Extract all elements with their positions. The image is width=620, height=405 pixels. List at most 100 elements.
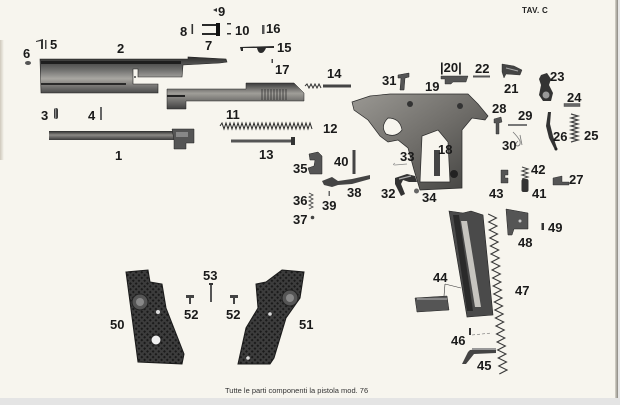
part-16-pin [262, 25, 265, 34]
part-7-rear-sight [202, 23, 220, 36]
label-part-23: 23 [550, 69, 565, 84]
part-50-left-grip [125, 269, 185, 365]
page-edge-left [0, 40, 4, 160]
label-part-4: 4 [88, 108, 96, 123]
part-13-guide-rod [231, 137, 295, 145]
part-35-trigger [307, 151, 323, 175]
diagram-page: TAV. C [0, 0, 618, 398]
part-3-pin [54, 108, 58, 119]
part-8-pin [191, 24, 194, 34]
part-24-pin [563, 103, 581, 107]
label-part-48: 48 [518, 235, 533, 250]
label-part-35: 35 [293, 161, 308, 176]
part-53-grip-screw-long [209, 283, 213, 302]
label-part-29: 29 [518, 108, 533, 123]
label-part-26: 26 [553, 129, 568, 144]
part-44-leader-lines [443, 283, 462, 297]
label-part-5: 5 [50, 37, 58, 52]
label-part-34: 34 [422, 190, 437, 205]
label-part-41: 41 [532, 186, 547, 201]
part-43-block [500, 169, 509, 184]
label-part-17: 17 [275, 62, 290, 77]
part-12-recoil-spring [219, 121, 313, 131]
label-part-6: 6 [23, 46, 31, 61]
label-part-21: 21 [504, 81, 519, 96]
label-part-53: 53 [203, 268, 218, 283]
label-part-28: 28 [492, 101, 507, 116]
part-48-magazine-catch [505, 208, 529, 236]
label-part-8: 8 [180, 24, 188, 39]
part-11-breech-block [166, 82, 305, 110]
label-part-16: 16 [266, 21, 281, 36]
label-part-44: 44 [433, 270, 448, 285]
part-44-magazine-floorplate [414, 295, 450, 313]
part-49-pin [541, 223, 544, 230]
label-part-15: 15 [277, 40, 292, 55]
part-4-pin [100, 107, 102, 120]
part-26-hammer-strut [546, 112, 558, 151]
part-5-spring-clip [36, 39, 47, 49]
label-part-39: 39 [322, 198, 337, 213]
label-part-9: 9 [218, 4, 226, 19]
part-34-nut [414, 188, 419, 194]
part-21-sear [501, 63, 523, 79]
label-part-27: 27 [569, 172, 584, 187]
label-part-13: 13 [259, 147, 274, 162]
diagram-caption: Tutte le parti componenti la pistola mod… [225, 386, 369, 395]
part-6-pin [25, 61, 31, 65]
label-part-42: 42 [531, 162, 546, 177]
label-part-25: 25 [584, 128, 599, 143]
label-part-38: 38 [347, 185, 362, 200]
part-14-firing-pin [304, 82, 351, 90]
label-part-36: 36 [293, 193, 308, 208]
label-part-7: 7 [205, 38, 213, 53]
label-part-51: 51 [299, 317, 314, 332]
label-part-40: 40 [334, 154, 349, 169]
part-9-screw [213, 8, 217, 12]
part-22-pin [473, 75, 490, 78]
label-part-43: 43 [489, 186, 504, 201]
label-part-32: 32 [381, 186, 396, 201]
label-part-52-right: 52 [226, 307, 241, 322]
label-part-24: 24 [567, 90, 582, 105]
label-part-11: 11 [226, 107, 240, 122]
label-part-3: 3 [41, 108, 49, 123]
part-41-plunger [521, 179, 529, 192]
plate-label: TAV. C [522, 6, 549, 15]
part-19-ejector [440, 75, 469, 85]
part-28-disconnector [493, 116, 503, 135]
label-part-45: 45 [477, 358, 492, 373]
part-39-pin [328, 191, 330, 196]
label-part-19: 19 [425, 79, 440, 94]
label-part-22: 22 [475, 61, 490, 76]
part-25-hammer-spring [568, 113, 581, 143]
part-33-spring-wire [393, 162, 408, 166]
label-part-52-left: 52 [184, 307, 199, 322]
part-46-pin [469, 328, 493, 336]
part-45-follower [462, 348, 496, 364]
label-part-31: 31 [382, 73, 397, 88]
label-part-10: 10 [235, 23, 250, 38]
page-edge-right [615, 0, 618, 398]
part-17-pin [271, 59, 273, 63]
part-31-takedown-lever [397, 72, 410, 91]
part-42-spring [520, 166, 530, 180]
label-part-1: 1 [115, 148, 123, 163]
part-32-safety [395, 174, 417, 196]
part-2-slide [39, 56, 228, 94]
part-47-magazine-spring [487, 213, 509, 375]
part-15-extractor [240, 46, 274, 53]
part-30-spring-wire [512, 131, 523, 147]
part-52-grip-screw-right [230, 295, 238, 304]
part-27-plate [552, 175, 570, 186]
part-52-grip-screw-left [186, 295, 194, 304]
label-part-30: 30 [502, 138, 517, 153]
label-part-20: |20| [440, 60, 462, 75]
label-part-14: 14 [327, 66, 342, 81]
part-29-pin [508, 124, 527, 126]
part-10-pins [227, 23, 231, 35]
part-36-spring [307, 192, 315, 210]
part-23-hammer [539, 73, 553, 101]
label-part-33: 33 [400, 149, 415, 164]
part-44-magazine [448, 210, 494, 318]
